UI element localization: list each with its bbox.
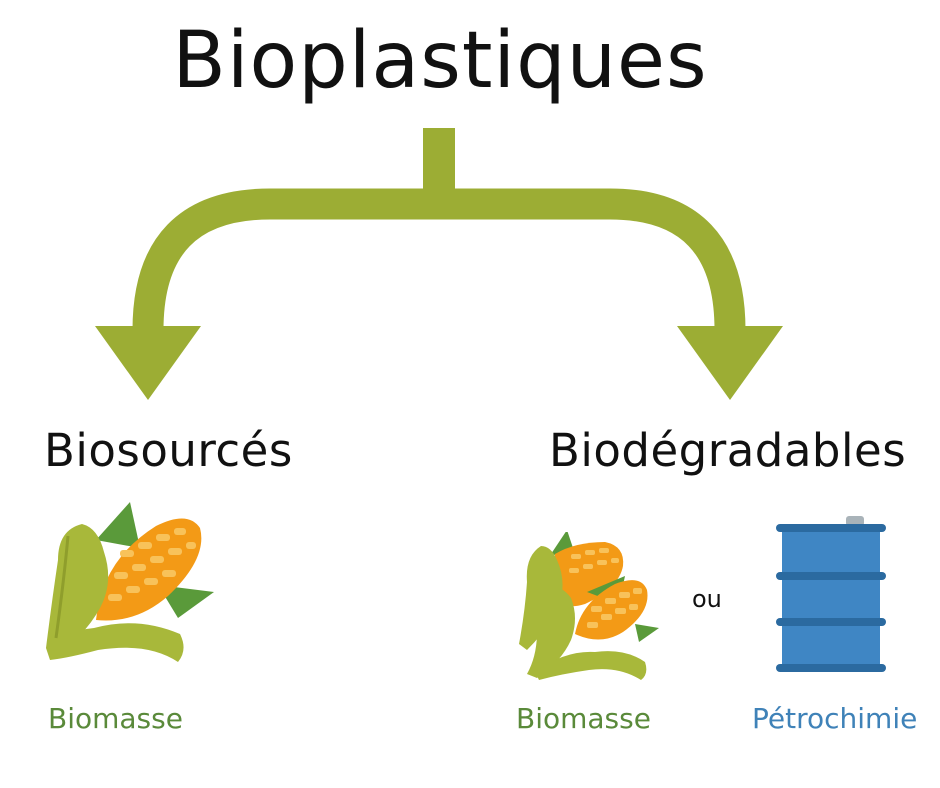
heading-biodegradables: Biodégradables [549,424,907,477]
label-petrochimie: Pétrochimie [752,702,918,735]
arrow-right-head [677,326,783,400]
heading-biosources: Biosourcés [44,424,293,477]
corn-icon [46,502,214,662]
oil-barrel-icon [776,516,886,672]
connector-ou: ou [692,585,722,613]
arrow-right-shaft [440,188,746,331]
arrow-left-head [95,326,201,400]
label-biomasse-left: Biomasse [48,702,183,735]
label-biomasse-right: Biomasse [516,702,651,735]
corn-icon [519,532,659,680]
arrow-left-shaft [132,188,440,331]
diagram-title: Bioplastiques [172,16,708,106]
